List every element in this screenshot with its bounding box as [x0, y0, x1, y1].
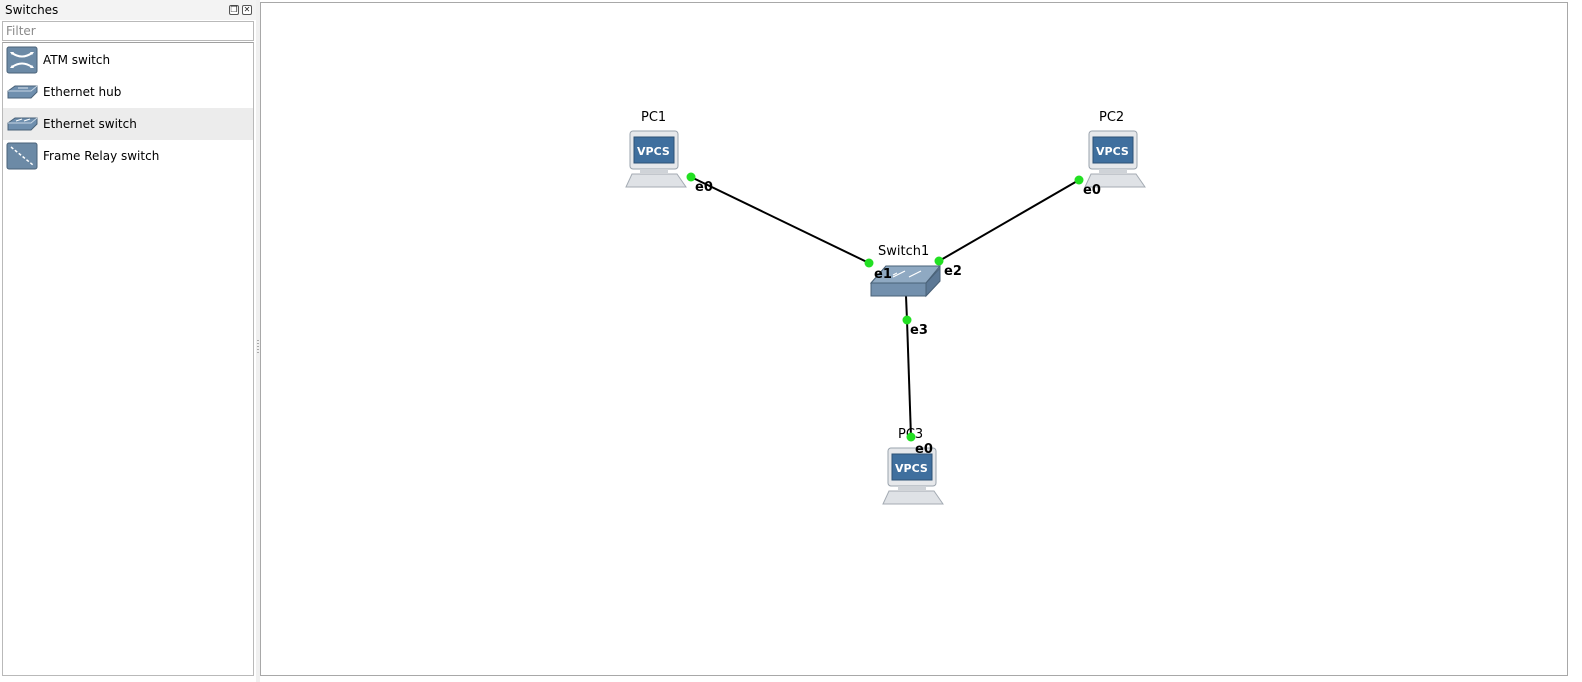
list-item-atm-switch[interactable]: ATM switch	[3, 44, 253, 76]
ethernet-switch-icon	[869, 265, 942, 298]
vpcs-computer-icon: VPCS	[1084, 130, 1146, 188]
device-label: Ethernet switch	[43, 117, 137, 131]
node-label-switch1: Switch1	[878, 244, 929, 259]
node-pc2[interactable]: PC2 VPCS	[1084, 110, 1146, 188]
link-pc1-switch1[interactable]	[690, 176, 870, 264]
dock-title: Switches	[5, 3, 59, 17]
device-list: ATM switch Ethernet hub Ethernet switch	[2, 42, 254, 676]
port-label-pc1-e0: e0	[695, 180, 713, 195]
list-item-ethernet-hub[interactable]: Ethernet hub	[3, 76, 253, 108]
port-status-dot	[906, 432, 916, 442]
port-label-pc3-e0: e0	[915, 442, 933, 457]
node-label-pc2: PC2	[1099, 110, 1124, 125]
port-status-dot	[934, 256, 944, 266]
device-label: ATM switch	[43, 53, 111, 67]
switches-dock: Switches ❐ ✕ ATM switch Ethernet hub	[0, 0, 256, 682]
frame-relay-switch-icon	[6, 142, 38, 170]
node-label-pc1: PC1	[641, 110, 666, 125]
topology-canvas[interactable]	[260, 2, 1568, 676]
node-pc1[interactable]: PC1 VPCS	[625, 110, 687, 188]
port-label-switch1-e3: e3	[910, 323, 928, 338]
dock-titlebar[interactable]: Switches ❐ ✕	[0, 0, 256, 20]
link-pc3-switch1[interactable]	[906, 319, 912, 438]
device-label: Frame Relay switch	[43, 149, 160, 163]
ethernet-hub-icon	[7, 85, 38, 99]
port-label-switch1-e1: e1	[874, 267, 892, 282]
port-status-dot	[1074, 175, 1084, 185]
close-dock-icon[interactable]: ✕	[242, 5, 252, 15]
port-label-pc2-e0: e0	[1083, 183, 1101, 198]
list-item-ethernet-switch[interactable]: Ethernet switch	[3, 108, 253, 140]
port-status-dot	[864, 258, 874, 268]
vpcs-computer-icon: VPCS	[882, 447, 944, 505]
device-label: Ethernet hub	[43, 85, 122, 99]
link-pc2-switch1[interactable]	[938, 179, 1080, 262]
ethernet-switch-icon	[7, 117, 38, 131]
splitter-grip[interactable]	[257, 340, 259, 354]
dock-splitter[interactable]	[256, 0, 260, 682]
float-dock-icon[interactable]: ❐	[229, 5, 239, 15]
port-status-dot	[902, 315, 912, 325]
svg-text:VPCS: VPCS	[895, 462, 928, 475]
svg-text:VPCS: VPCS	[1096, 145, 1129, 158]
filter-input[interactable]	[2, 21, 254, 41]
atm-switch-icon	[6, 46, 38, 74]
node-switch1[interactable]: Switch1	[869, 244, 942, 298]
svg-text:VPCS: VPCS	[637, 145, 670, 158]
vpcs-computer-icon: VPCS	[625, 130, 687, 188]
port-status-dot	[686, 172, 696, 182]
list-item-frame-relay-switch[interactable]: Frame Relay switch	[3, 140, 253, 172]
port-label-switch1-e2: e2	[944, 264, 962, 279]
node-pc3[interactable]: PC3 VPCS	[882, 427, 944, 505]
